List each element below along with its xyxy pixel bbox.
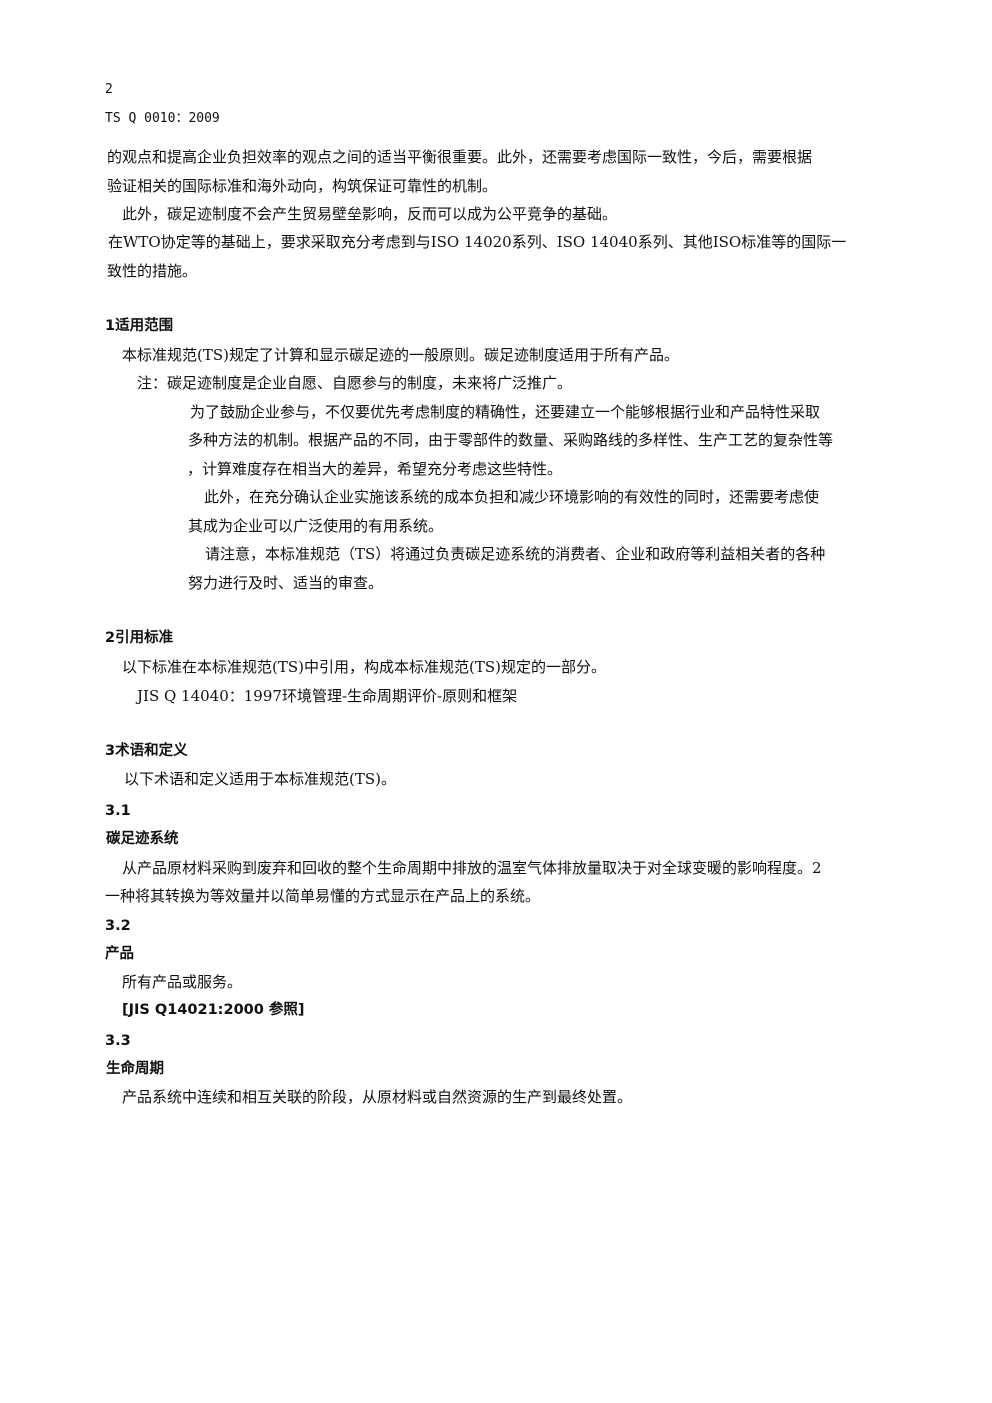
section-3-heading: 3术语和定义 (105, 743, 188, 759)
section-2-reference: JIS Q 14040：1997环境管理-生命周期评价-原则和框架 (137, 687, 518, 705)
intro-line-3: 此外，碳足迹制度不会产生贸易壁垒影响，反而可以成为公平竞争的基础。 (122, 205, 618, 223)
term-3-1-number: 3.1 (105, 803, 131, 819)
section-2-heading: 2引用标准 (105, 630, 174, 646)
section-2-line-1: 以下标准在本标准规范(TS)中引用，构成本标准规范(TS)规定的一部分。 (122, 658, 606, 676)
intro-line-5: 致性的措施。 (107, 262, 198, 280)
term-3-2-reference: [JIS Q14021:2000 参照] (122, 1002, 305, 1018)
page-number: 2 (105, 82, 113, 97)
section-1-note: 注：碳足迹制度是企业自愿、自愿参与的制度，未来将广泛推广。 (137, 374, 573, 392)
section-3-line-1: 以下术语和定义适用于本标准规范(TS)。 (124, 770, 396, 788)
section-1-para-1-line-1: 为了鼓励企业参与，不仅要优先考虑制度的精确性，还要建立一个能够根据行业和产品特性… (190, 403, 821, 421)
term-3-1-line-1: 从产品原材料采购到废弃和回收的整个生命周期中排放的温室气体排放量取决于对全球变暖… (122, 859, 822, 877)
term-3-2-number: 3.2 (105, 918, 131, 934)
intro-line-1: 的观点和提高企业负担效率的观点之间的适当平衡很重要。此外，还需要考虑国际一致性，… (107, 148, 813, 166)
section-1-para-1-line-2: 多种方法的机制。根据产品的不同，由于零部件的数量、采购路线的多样性、生产工艺的复… (188, 431, 834, 449)
intro-line-4: 在WTO协定等的基础上，要求采取充分考虑到与ISO 14020系列、ISO 14… (108, 233, 847, 251)
term-3-3-line-1: 产品系统中连续和相互关联的阶段，从原材料或自然资源的生产到最终处置。 (122, 1088, 633, 1106)
term-3-3-number: 3.3 (105, 1033, 131, 1049)
section-1-para-3-line-1: 请注意，本标准规范（TS）将通过负责碳足迹系统的消费者、企业和政府等利益相关者的… (205, 545, 826, 563)
section-1-para-1-line-3: ，计算难度存在相当大的差异，希望充分考虑这些特性。 (187, 460, 563, 478)
doc-code: TS Q 0010：2009 (105, 111, 220, 126)
term-3-1-line-2: 一种将其转换为等效量并以简单易懂的方式显示在产品上的系统。 (105, 887, 541, 905)
term-3-2-line-1: 所有产品或服务。 (122, 973, 243, 991)
term-3-2-title: 产品 (105, 946, 134, 962)
term-3-3-title: 生命周期 (106, 1061, 164, 1077)
section-1-para-2-line-2: 其成为企业可以广泛使用的有用系统。 (188, 517, 444, 535)
intro-line-2: 验证相关的国际标准和海外动向，构筑保证可靠性的机制。 (107, 177, 498, 195)
section-1-line-1: 本标准规范(TS)规定了计算和显示碳足迹的一般原则。碳足迹制度适用于所有产品。 (122, 346, 679, 364)
term-3-1-title: 碳足迹系统 (106, 831, 179, 847)
section-1-heading: 1适用范围 (105, 318, 174, 334)
section-1-para-2-line-1: 此外，在充分确认企业实施该系统的成本负担和减少环境影响的有效性的同时，还需要考虑… (204, 488, 820, 506)
section-1-para-3-line-2: 努力进行及时、适当的审查。 (188, 574, 384, 592)
